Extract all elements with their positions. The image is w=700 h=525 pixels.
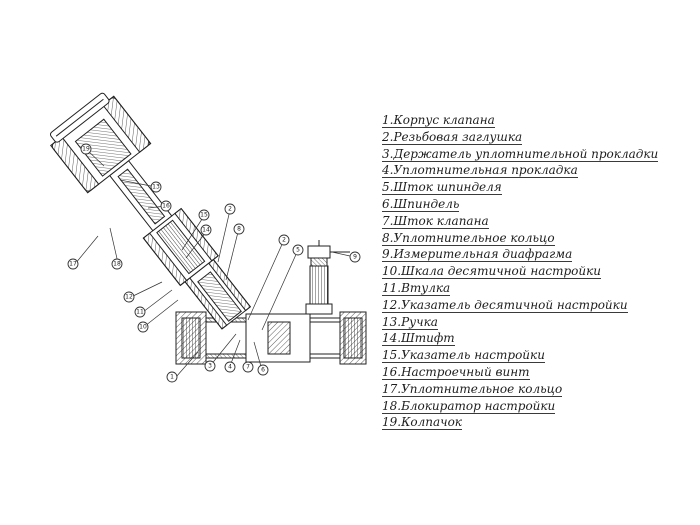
legend-item: 16.Настроечный винт [382,364,530,380]
svg-text:2: 2 [282,237,286,244]
svg-text:7: 7 [246,364,250,371]
legend-item: 2.Резьбовая заглушка [382,129,523,145]
legend-item: 11.Втулка [382,280,451,296]
callout-5: 5 [292,244,304,256]
legend-item: 19.Колпачок [382,415,462,431]
leader-lines [74,149,351,378]
legend-item: 18.Блокиратор настройки [382,398,556,414]
svg-text:15: 15 [200,212,208,219]
callout-12: 12 [123,291,135,303]
legend-item: 9.Измерительная диафрагма [382,247,573,263]
legend-item: 15.Указатель настройки [382,348,545,364]
legend-item: 7.Шток клапана [382,213,489,229]
callout-11: 11 [134,306,146,318]
callout-14: 14 [200,224,212,236]
measuring-nipple [305,240,350,315]
callout-10: 10 [137,321,149,333]
callout-7: 7 [242,361,254,373]
svg-text:4: 4 [228,364,232,371]
svg-text:12: 12 [125,294,133,301]
svg-text:17: 17 [69,261,77,268]
svg-text:10: 10 [139,324,147,331]
svg-text:1: 1 [170,374,174,381]
callout-6: 6 [257,364,269,376]
svg-text:5: 5 [296,247,300,254]
legend-item: 8.Уплотнительное кольцо [382,230,555,246]
legend-item: 13.Ручка [382,314,438,330]
svg-text:6: 6 [261,367,265,374]
svg-text:19: 19 [82,146,90,153]
svg-text:16: 16 [162,203,170,210]
parts-legend: 1.Корпус клапана 2.Резьбовая заглушка 3.… [382,112,682,431]
svg-text:18: 18 [113,261,121,268]
svg-text:3: 3 [208,363,212,370]
svg-text:9: 9 [353,254,357,261]
legend-item: 14.Штифт [382,331,455,347]
legend-item: 12.Указатель десятичной настройки [382,297,628,313]
svg-text:13: 13 [152,184,160,191]
legend-item: 1.Корпус клапана [382,113,495,128]
callout-8: 8 [233,223,245,235]
callout-13: 13 [150,181,162,193]
legend-item: 10.Шкала десятичной настройки [382,264,602,280]
callout-3: 3 [204,360,216,372]
valve-body [175,311,367,365]
legend-item: 5.Шток шпинделя [382,180,502,196]
callout-4: 4 [224,361,236,373]
svg-text:2: 2 [228,206,232,213]
callout-15: 15 [198,209,210,221]
bonnet-assembly [50,92,252,330]
callout-19: 19 [80,143,92,155]
svg-text:14: 14 [202,227,210,234]
callout-2-right: 2 [278,234,290,246]
callout-1: 1 [166,371,178,383]
svg-text:11: 11 [136,309,144,316]
callout-16: 16 [160,200,172,212]
callout-2-top: 2 [224,203,236,215]
legend-item: 3.Держатель уплотнительной прокладки [382,146,659,162]
callout-9: 9 [349,251,361,263]
callout-18: 18 [111,258,123,270]
legend-item: 6.Шпиндель [382,196,460,212]
svg-text:8: 8 [237,226,241,233]
legend-item: 4.Уплотнительная прокладка [382,163,578,179]
legend-item: 17.Уплотнительное кольцо [382,381,563,397]
callout-17: 17 [67,258,79,270]
